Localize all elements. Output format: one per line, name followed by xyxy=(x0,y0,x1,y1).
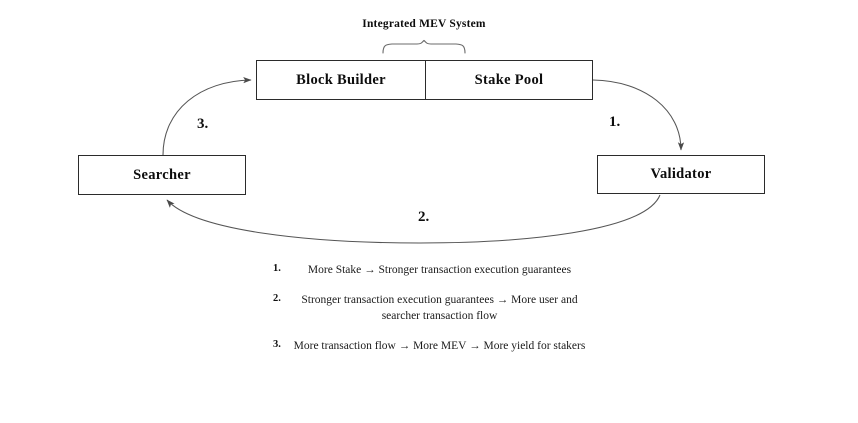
list-item: 1. More Stake → Stronger transaction exe… xyxy=(255,262,590,278)
integrated-system-brace xyxy=(382,39,466,54)
edge-label-2: 2. xyxy=(418,209,430,225)
legend-text: More transaction flow → More MEV → More … xyxy=(293,340,586,352)
legend-text: More Stake → Stronger transaction execut… xyxy=(307,264,572,276)
node-block-builder[interactable]: Block Builder xyxy=(256,60,425,100)
edge-label-3: 3. xyxy=(197,116,209,132)
edge-validator-to-searcher xyxy=(166,194,661,244)
list-item: 2. Stronger transaction execution guaran… xyxy=(255,292,590,324)
legend-marker: 3. xyxy=(273,339,281,350)
node-searcher[interactable]: Searcher xyxy=(78,155,246,195)
legend-list: 1. More Stake → Stronger transaction exe… xyxy=(255,262,590,368)
edge-label-1: 1. xyxy=(609,114,621,130)
legend-text: Stronger transaction execution guarantee… xyxy=(301,294,578,322)
diagram-title: Integrated MEV System xyxy=(362,18,486,30)
legend-marker: 2. xyxy=(273,293,281,304)
node-stake-pool[interactable]: Stake Pool xyxy=(425,60,593,100)
edge-stake-pool-to-validator xyxy=(592,79,685,151)
node-validator[interactable]: Validator xyxy=(597,155,765,194)
list-item: 3. More transaction flow → More MEV → Mo… xyxy=(255,338,590,354)
legend-marker: 1. xyxy=(273,263,281,274)
